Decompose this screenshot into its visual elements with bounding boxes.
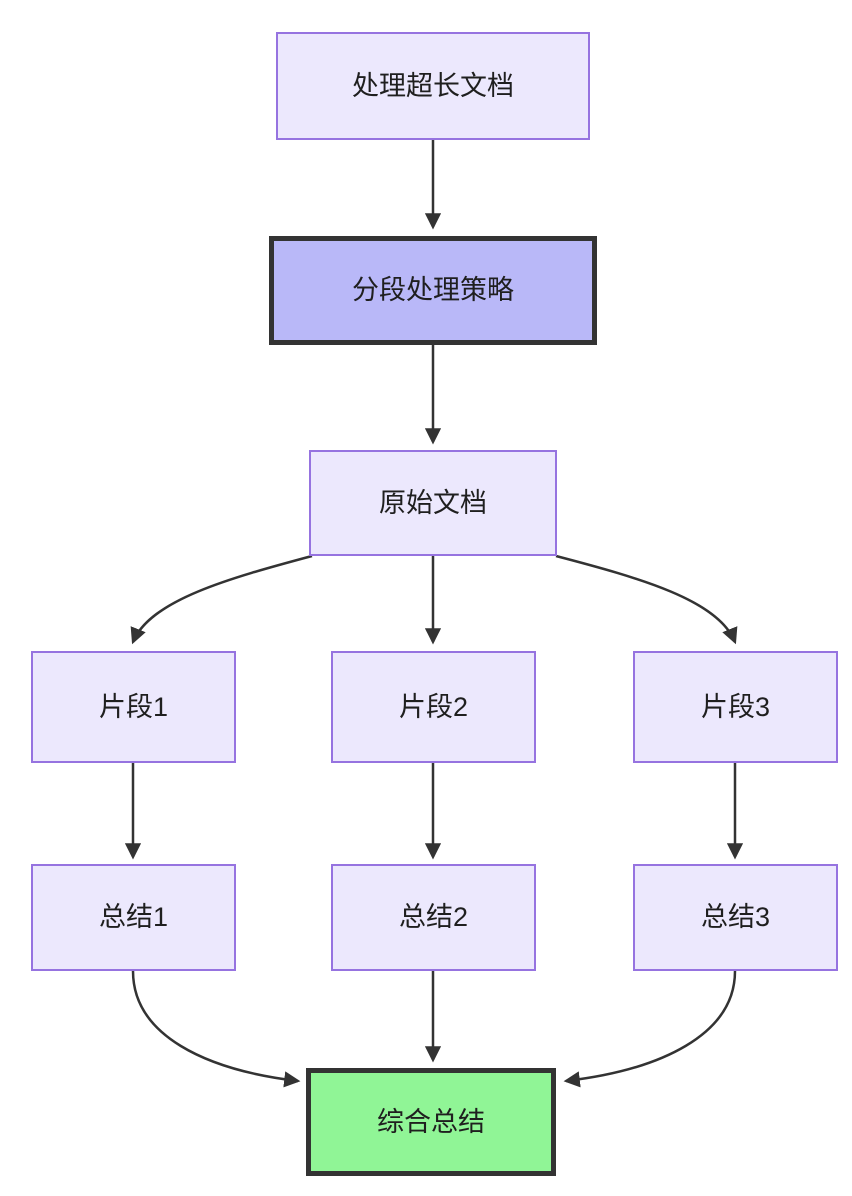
node-chunking-strategy[interactable]: 分段处理策略 (269, 236, 597, 345)
edge-n3-n6 (555, 554, 738, 645)
node-label: 原始文档 (379, 487, 487, 518)
node-summary-2[interactable]: 总结2 (331, 864, 536, 971)
node-process-long-document[interactable]: 处理超长文档 (276, 32, 590, 140)
edge-n7-n10 (131, 970, 301, 1088)
node-fragment-1[interactable]: 片段1 (31, 651, 236, 763)
node-label: 片段2 (398, 691, 469, 722)
node-label: 处理超长文档 (352, 70, 514, 101)
node-original-document[interactable]: 原始文档 (309, 450, 557, 556)
node-summary-1[interactable]: 总结1 (31, 864, 236, 971)
edge-n3-n4 (130, 554, 313, 645)
node-label: 分段处理策略 (352, 275, 514, 306)
node-summary-3[interactable]: 总结3 (633, 864, 838, 971)
node-label: 总结3 (700, 902, 771, 933)
node-label: 总结1 (98, 902, 169, 933)
node-comprehensive-summary[interactable]: 综合总结 (306, 1068, 556, 1176)
node-fragment-2[interactable]: 片段2 (331, 651, 536, 763)
node-label: 总结2 (398, 902, 469, 933)
node-label: 片段3 (700, 691, 771, 722)
edge-n9-n10 (563, 970, 737, 1088)
node-fragment-3[interactable]: 片段3 (633, 651, 838, 763)
node-label: 片段1 (98, 691, 169, 722)
node-label: 综合总结 (377, 1106, 485, 1137)
